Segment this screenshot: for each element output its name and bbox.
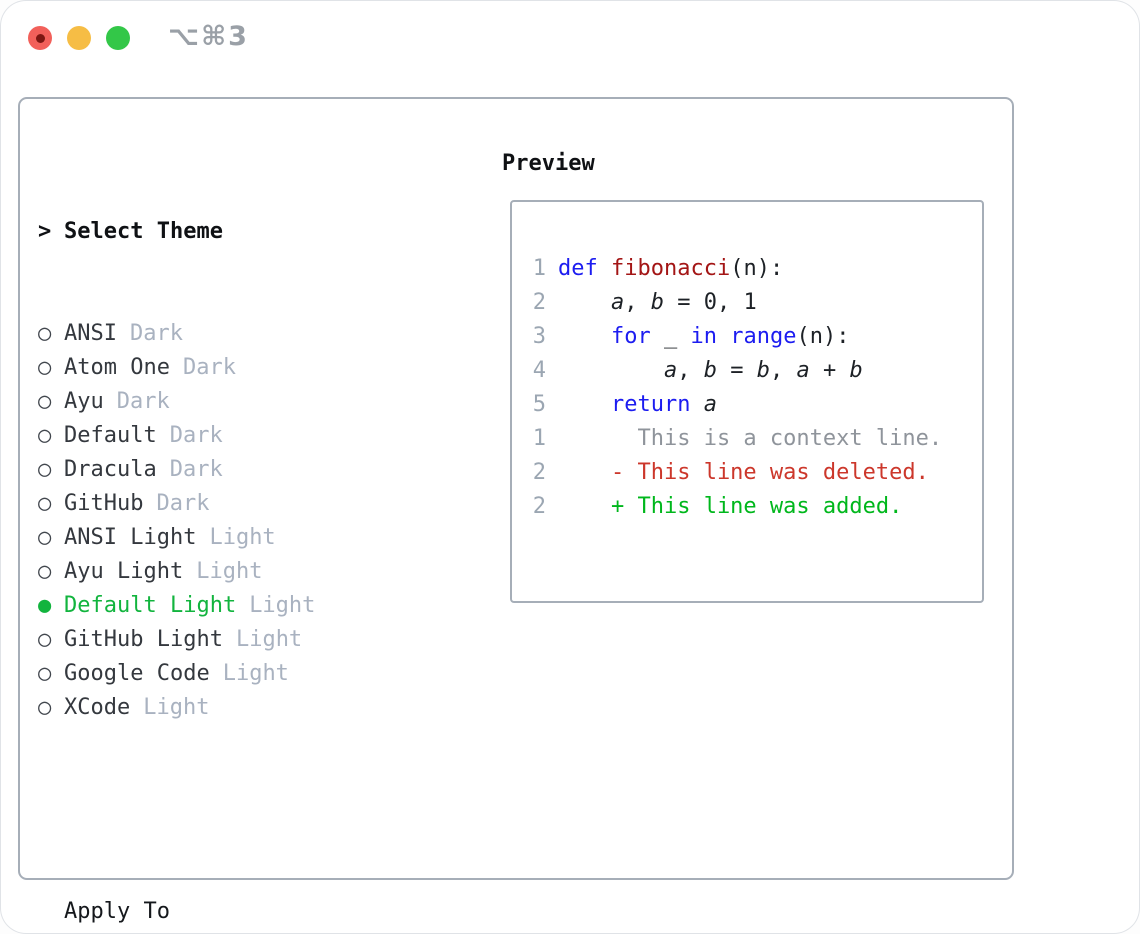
option-label: GitHub Light — [64, 627, 223, 652]
theme-option-dracula[interactable]: ○ Dracula Dark — [38, 453, 409, 487]
close-button-icon[interactable] — [28, 26, 52, 50]
preview-line: 2 - This line was deleted. — [532, 456, 982, 490]
unsaved-dot-icon — [35, 33, 45, 43]
theme-variant-tag: Dark — [129, 321, 183, 346]
option-label: ANSI — [64, 321, 117, 346]
window-title-shortcut: ⌥⌘3 — [168, 21, 249, 52]
theme-option-github-light[interactable]: ○ GitHub Light Light — [38, 623, 409, 657]
line-number: 1 — [532, 256, 546, 281]
option-label: Default — [64, 423, 157, 448]
code-text: a, b = 0, 1 — [610, 290, 757, 315]
theme-variant-tag: Light — [143, 695, 210, 720]
code-text: for _ in range(n): — [610, 324, 850, 349]
theme-variant-tag: Dark — [182, 355, 236, 380]
option-label: Google Code — [64, 661, 210, 686]
radio-unselected-icon: ○ — [38, 559, 52, 584]
preview-line: 1 def fibonacci(n): — [532, 252, 982, 286]
option-label: Default Light — [64, 593, 237, 618]
theme-option-ayu-light[interactable]: ○ Ayu Light Light — [38, 555, 409, 589]
code-text: def fibonacci(n): — [558, 256, 784, 281]
radio-unselected-icon: ○ — [38, 457, 52, 482]
theme-variant-tag: Dark — [116, 389, 170, 414]
line-number: 3 — [532, 324, 546, 349]
preview-line: 2 + This line was added. — [532, 490, 982, 524]
theme-option-github[interactable]: ○ GitHub Dark — [38, 487, 409, 521]
code-text: a, b = b, a + b — [663, 358, 863, 383]
radio-unselected-icon: ○ — [38, 423, 52, 448]
theme-option-ansi-light[interactable]: ○ ANSI Light Light — [38, 521, 409, 555]
preview-line: 4 a, b = b, a + b — [532, 354, 982, 388]
theme-variant-tag: Light — [209, 525, 276, 550]
option-label: ANSI Light — [64, 525, 197, 550]
preview-line: 1 This is a context line. — [532, 422, 982, 456]
line-number: 1 — [532, 426, 546, 451]
line-number: 4 — [532, 358, 546, 383]
theme-option-atom-one[interactable]: ○ Atom One Dark — [38, 351, 409, 385]
minimize-button-icon[interactable] — [67, 26, 91, 50]
theme-variant-tag: Light — [222, 661, 289, 686]
theme-option-default-light[interactable]: ● Default Light Light — [38, 589, 409, 623]
traffic-lights — [28, 26, 130, 50]
radio-unselected-icon: ○ — [38, 627, 52, 652]
radio-unselected-icon: ○ — [38, 525, 52, 550]
theme-option-google-code[interactable]: ○ Google Code Light — [38, 657, 409, 691]
code-text: + This line was added. — [558, 494, 903, 519]
title-bar: ⌥⌘3 — [0, 0, 1140, 76]
code-text: This is a context line. — [558, 426, 943, 451]
theme-variant-tag: Dark — [156, 491, 210, 516]
theme-option-default[interactable]: ○ Default Dark — [38, 419, 409, 453]
spacer — [38, 793, 409, 827]
apply-to-title: Apply To — [64, 899, 170, 924]
line-number: 2 — [532, 494, 546, 519]
radio-unselected-icon: ○ — [38, 491, 52, 516]
radio-unselected-icon: ○ — [38, 661, 52, 686]
radio-unselected-icon: ○ — [38, 389, 52, 414]
radio-unselected-icon: ○ — [38, 355, 52, 380]
line-number: 2 — [532, 290, 546, 315]
theme-variant-tag: Light — [196, 559, 263, 584]
preview-line: 3 for _ in range(n): — [532, 320, 982, 354]
theme-variant-tag: Light — [249, 593, 316, 618]
theme-option-xcode[interactable]: ○ XCode Light — [38, 691, 409, 725]
preview-line: 2 a, b = 0, 1 — [532, 286, 982, 320]
preview-line: 5 return a — [532, 388, 982, 422]
theme-variant-tag: Dark — [169, 423, 223, 448]
select-theme-header: > Select Theme — [38, 215, 409, 249]
line-number: 2 — [532, 460, 546, 485]
radio-unselected-icon: ○ — [38, 321, 52, 346]
radio-unselected-icon: ○ — [38, 695, 52, 720]
select-theme-title: Select Theme — [64, 219, 223, 244]
option-label: Dracula — [64, 457, 157, 482]
option-label: Ayu Light — [64, 559, 184, 584]
theme-variant-tag: Dark — [169, 457, 223, 482]
theme-option-ayu[interactable]: ○ Ayu Dark — [38, 385, 409, 419]
theme-option-ansi[interactable]: ○ ANSI Dark — [38, 317, 409, 351]
option-label: GitHub — [64, 491, 144, 516]
prompt-icon: > — [38, 219, 52, 244]
zoom-button-icon[interactable] — [106, 26, 130, 50]
code-text: - This line was deleted. — [558, 460, 929, 485]
code-text: return a — [610, 392, 717, 417]
option-label: XCode — [64, 695, 131, 720]
theme-variant-tag: Light — [235, 627, 303, 652]
option-label: Atom One — [64, 355, 170, 380]
option-label: Ayu — [64, 389, 104, 414]
radio-selected-icon: ● — [38, 593, 52, 618]
line-number: 5 — [532, 392, 546, 417]
preview-title: Preview — [502, 151, 595, 176]
